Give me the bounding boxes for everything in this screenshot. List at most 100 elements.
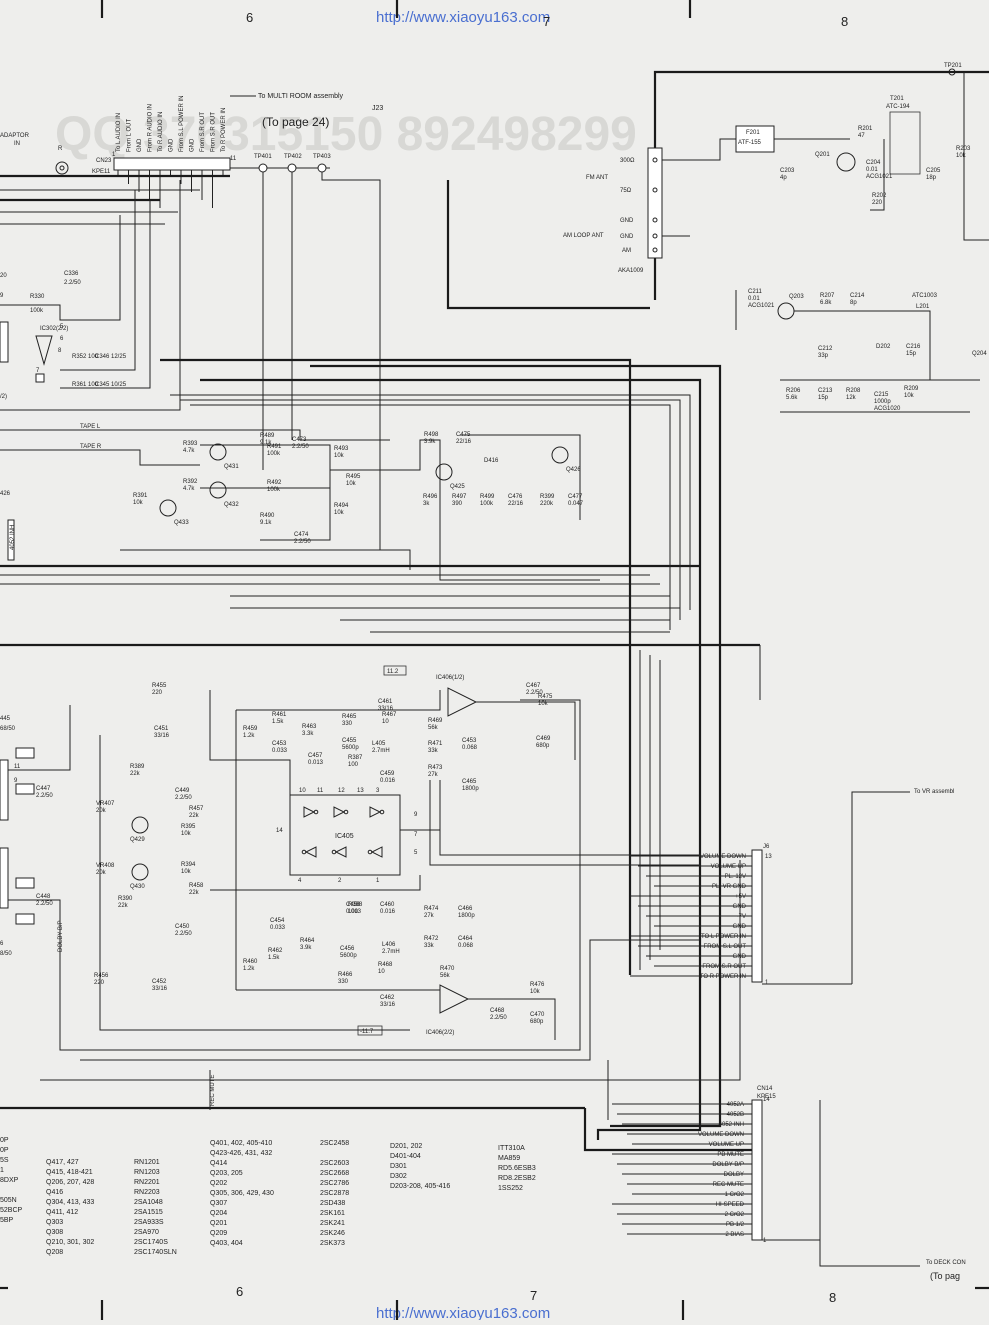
cn23-pin-label: From S.L POWER IN	[179, 96, 185, 152]
ic406b-opamp-icon	[439, 984, 470, 1014]
part-list-entry: RN2203	[134, 1189, 160, 1196]
part-list-entry: Q204	[210, 1210, 227, 1217]
part-list-entry: 2SK161	[320, 1210, 345, 1217]
component-label: 680p	[536, 743, 550, 749]
antenna-terminal	[647, 147, 663, 259]
part-list-entry: 2SC2786	[320, 1180, 349, 1187]
component-label: L405	[372, 741, 386, 747]
component-labels: R3934.7kR3924.7kR39110kR4899.1kR4909.1kR…	[36, 432, 584, 1025]
ic405-pin11: 11	[317, 788, 324, 794]
tuner-part-label: C216	[906, 344, 921, 350]
part-list-entry: 2SA933S	[134, 1219, 164, 1226]
multiroom-page: (To page 24)	[262, 115, 329, 129]
component-label: 1800p	[458, 913, 475, 919]
tuner-part-label: 15p	[906, 351, 917, 357]
j6-connector	[751, 849, 763, 983]
j6-pin-label: GND	[733, 904, 747, 910]
component-label: 10k	[181, 869, 192, 875]
left-edge-label: 9	[0, 293, 4, 299]
component-label: 33k	[428, 748, 439, 754]
component-label: C452	[152, 979, 167, 985]
part-list-entry: 2SC2878	[320, 1190, 349, 1197]
transistor-label: Q425	[450, 484, 465, 490]
tp402-point	[287, 163, 297, 173]
tuner-part-label: C205	[926, 168, 941, 174]
part-list-entry: D401-404	[390, 1153, 421, 1160]
cn23-pin-label: To L AUDIO IN	[116, 113, 122, 152]
part-list-entry: D301	[390, 1163, 407, 1170]
cn23-pin-label: From R AUDIO IN	[148, 104, 154, 152]
component-label: C457	[308, 753, 323, 759]
j6-pin13: 13	[765, 854, 772, 860]
component-label: 3k	[423, 501, 430, 507]
component-label: 1.2k	[243, 966, 255, 972]
component-label: 100	[348, 909, 359, 915]
component-label: 100k	[480, 501, 494, 507]
cn14-pin-label: 1 CrO2	[725, 1192, 745, 1198]
left-edge-label: 4052 INH	[10, 525, 16, 550]
component-label: R459	[243, 726, 258, 732]
tuner-part-label: 18p	[926, 175, 937, 181]
am-loop-label: AM LOOP ANT	[563, 233, 604, 239]
part-list-entry: MA859	[498, 1155, 520, 1162]
j6-pin-label: FROM S.L OUT	[704, 944, 747, 950]
tuner-part-label: 220	[872, 200, 883, 206]
component-label: 0.047	[568, 501, 584, 507]
part-list-entry: Q201	[210, 1220, 227, 1227]
tp403-label: TP403	[313, 154, 331, 160]
component-label: 2.2/50	[175, 931, 192, 937]
cn23-connector	[113, 157, 231, 171]
ic405-pin4: 4	[298, 878, 302, 884]
component-label: R497	[452, 494, 467, 500]
antenna-label: GND	[620, 234, 634, 240]
ic302-pin6: 6	[60, 336, 64, 342]
component-label: 10k	[181, 831, 192, 837]
ic405-pin3: 3	[376, 788, 380, 794]
j6-pin-label: VOLUME UP	[711, 864, 746, 870]
part-list-entry: 0P	[0, 1137, 9, 1144]
q203-label: Q203	[789, 294, 804, 300]
ic406b-label: IC406(2/2)	[426, 1030, 454, 1036]
header-url[interactable]: http://www.xiaoyu163.com	[376, 9, 550, 26]
part-list-entry: 2SK246	[320, 1230, 345, 1237]
antenna-label: 300Ω	[620, 158, 635, 164]
ic405-label: IC405	[335, 833, 354, 840]
footer-url[interactable]: http://www.xiaoyu163.com	[376, 1305, 550, 1322]
tuner-part-label: 5.6k	[786, 395, 798, 401]
zone-bottom-6: 6	[236, 1284, 243, 1299]
component-label: 4.7k	[183, 486, 195, 492]
l201-label: L201	[916, 304, 930, 310]
c336-value: 2.2/50	[64, 280, 81, 286]
q204-label: Q204	[972, 351, 987, 357]
j6-pin-label: PL. 12V	[725, 874, 746, 880]
antenna-label: GND	[620, 218, 634, 224]
part-list-entry: 8DXP	[0, 1177, 19, 1184]
cn23-pin-label: From S.R OUT	[211, 112, 217, 152]
j6-pin-label: -7V	[737, 914, 746, 920]
component-label: 10k	[538, 701, 549, 707]
tuner-part-label: R207	[820, 293, 835, 299]
q201-label: Q201	[815, 152, 830, 158]
f201-ref: F201	[746, 130, 760, 136]
adaptor-sub: IN	[14, 141, 20, 147]
ic405-pin9: 9	[414, 812, 418, 818]
component-label: R391	[133, 493, 148, 499]
component-label: C448	[36, 894, 51, 900]
left-edge-label: 9	[14, 778, 18, 784]
tuner-part-label: R203	[956, 146, 971, 152]
j6-ref: J6	[763, 844, 770, 850]
ic406a-label: IC406(1/2)	[436, 675, 464, 681]
zone-top-7: 7	[543, 14, 550, 29]
component-label: R463	[302, 724, 317, 730]
j6-pin-label: TO R POWER IN	[700, 974, 746, 980]
part-list-entry: 2SC2458	[320, 1140, 349, 1147]
cn23-pin-label: From S.R OUT	[200, 112, 206, 152]
tuner-part-label: R208	[846, 388, 861, 394]
cn23-ref: CN23	[96, 158, 112, 164]
component-label: 22k	[130, 771, 141, 777]
r330-value: 100k	[30, 308, 44, 314]
cn14-pin-label: 2 BIAS	[725, 1232, 744, 1238]
cn14-pin-label: REC MUTE	[713, 1182, 744, 1188]
cn14-part: KPE15	[757, 1094, 776, 1100]
